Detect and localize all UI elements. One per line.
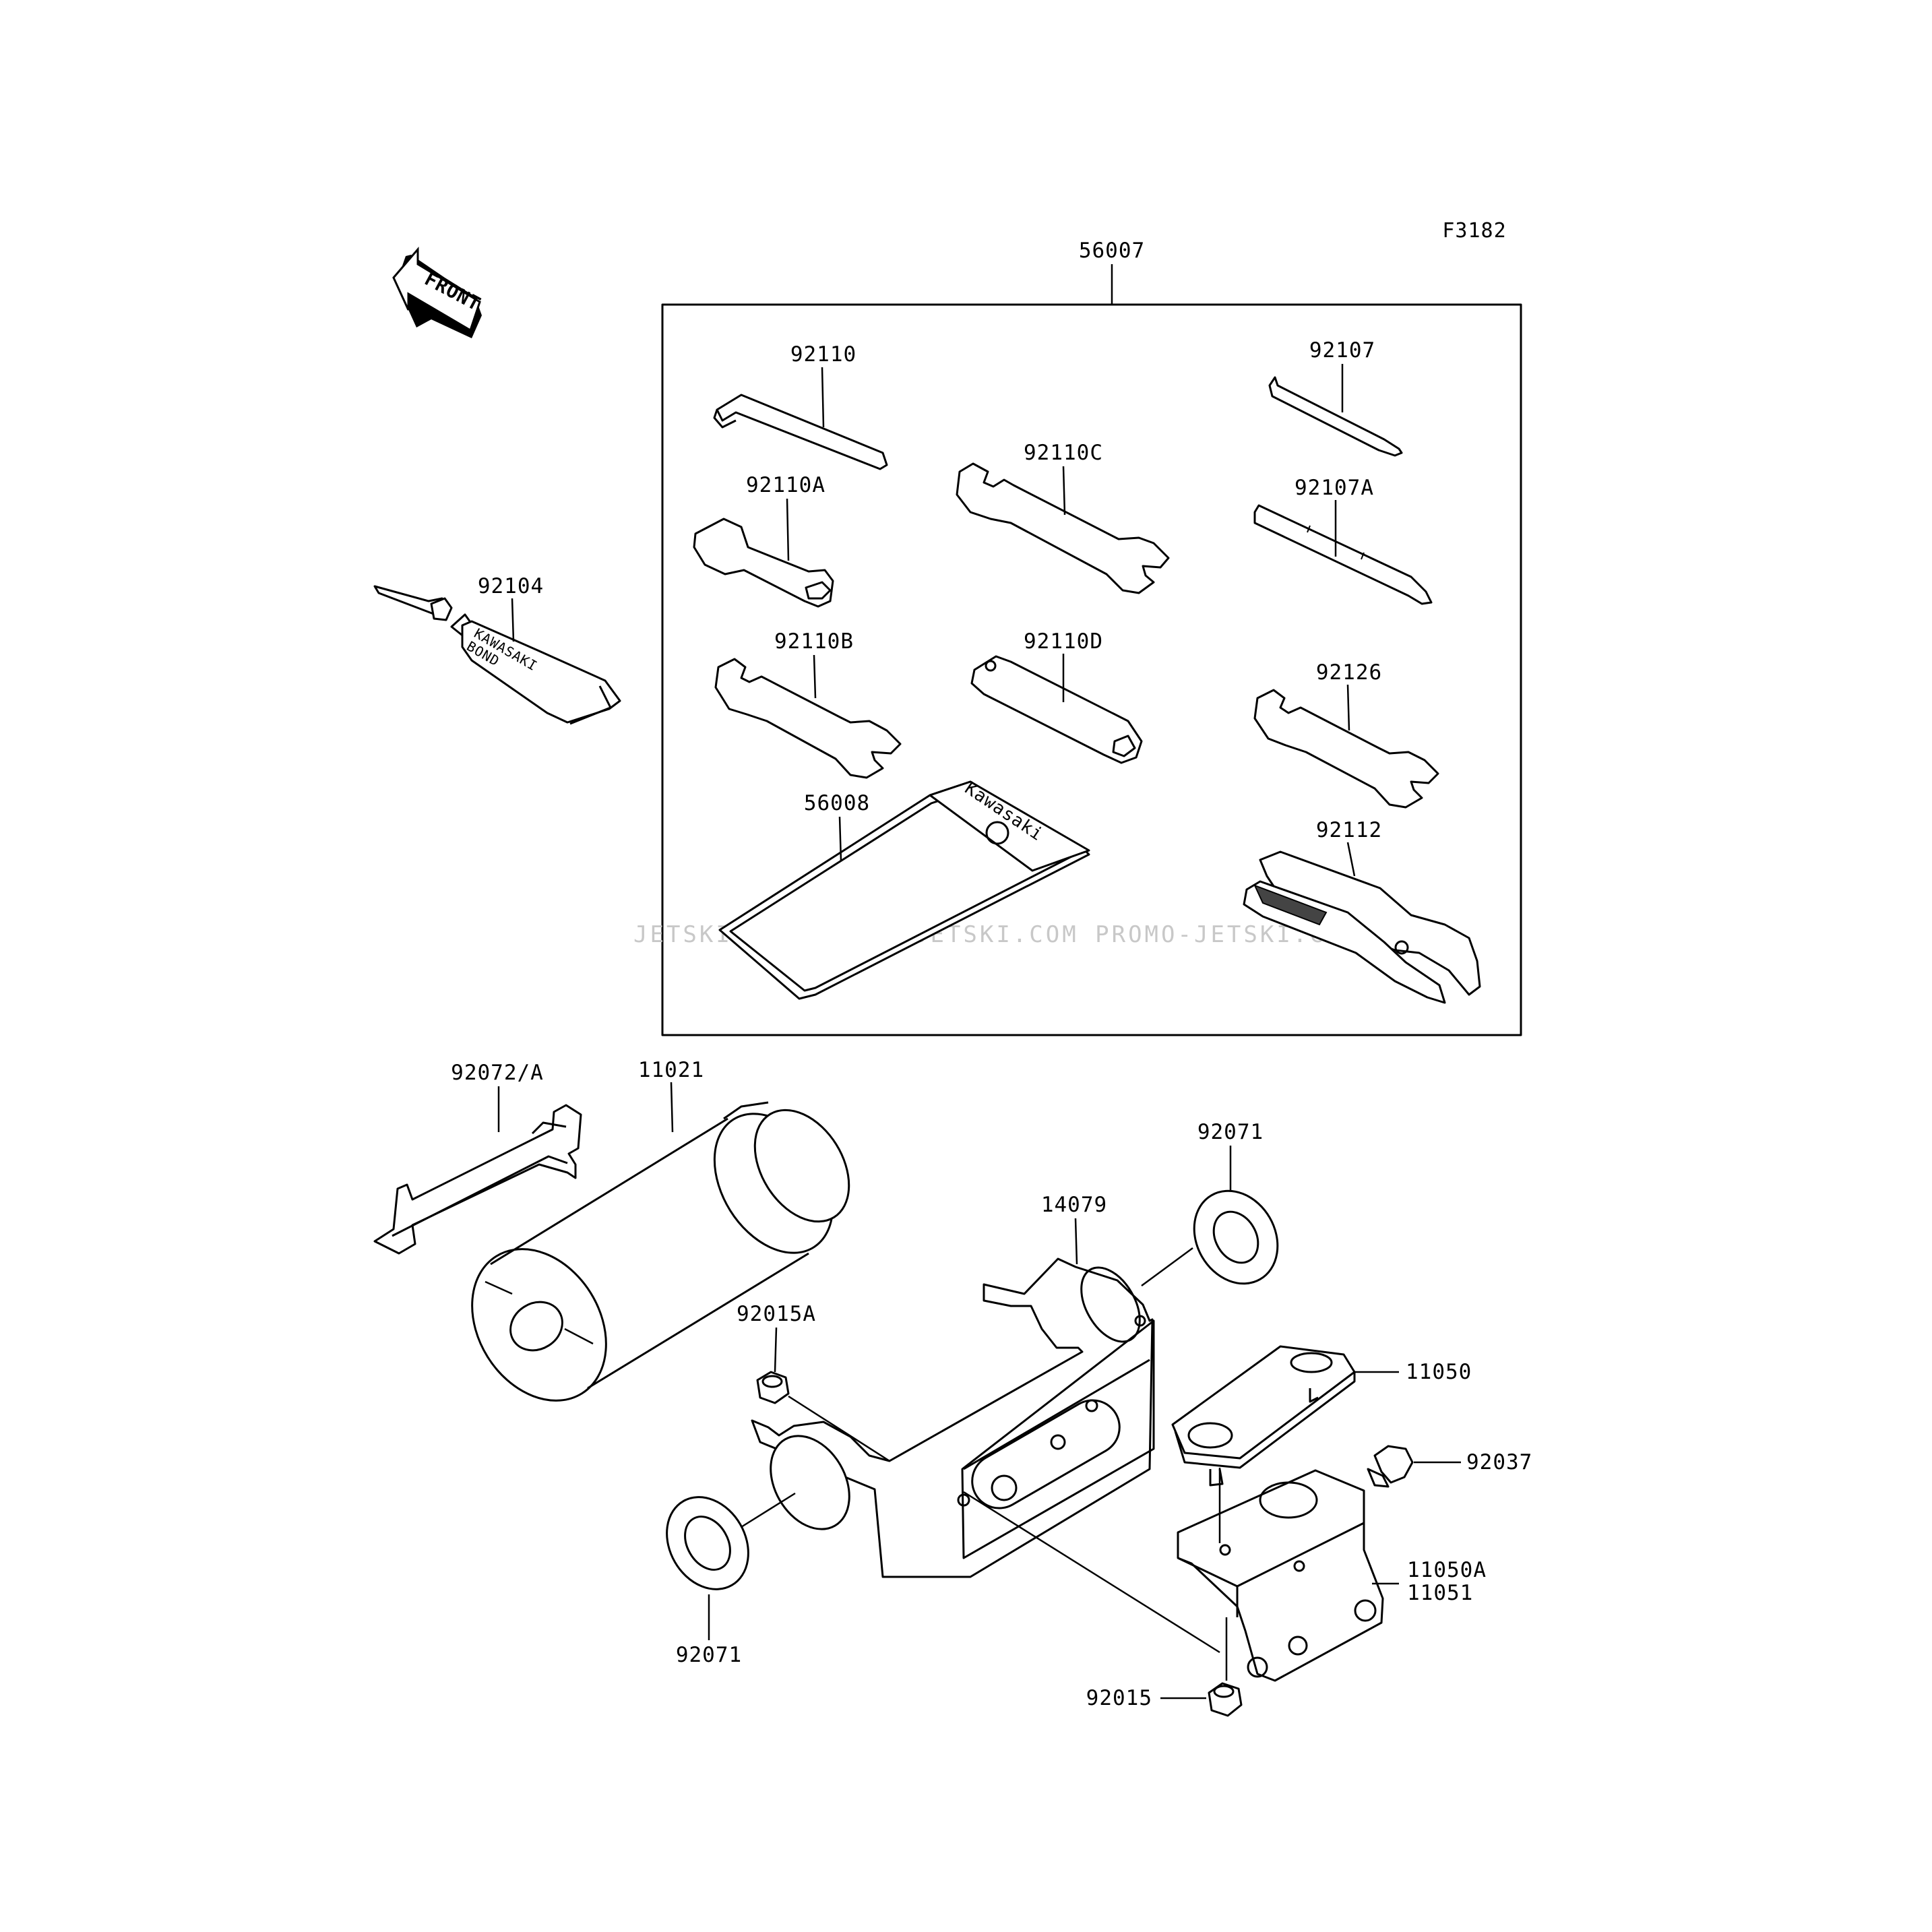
part-92110-hex-key: 92110 (713, 342, 888, 470)
callout-92110C: 92110C (1024, 441, 1103, 465)
callout-92107: 92107 (1309, 338, 1375, 363)
callout-92072A: 92072/A (451, 1061, 544, 1085)
callout-92015: 92015 (1086, 1686, 1152, 1710)
part-92110D-tube-spanner: 92110D (970, 629, 1143, 764)
callout-92071-bottom: 92071 (676, 1643, 742, 1667)
callout-11021: 11021 (638, 1058, 704, 1082)
part-56008-tool-bag: Kawasaki 56008 (718, 778, 1090, 1000)
part-92071-grommet-top: 92071 (1141, 1120, 1279, 1287)
part-11050A-bracket: 11050A 11051 (1177, 1468, 1487, 1682)
part-11050-plate: 11050 (1171, 1345, 1472, 1487)
callout-11050: 11050 (1406, 1360, 1472, 1384)
callout-92104: 92104 (478, 574, 544, 598)
part-92072A-band: 92072/A (373, 1061, 582, 1255)
tool-kit-box: 56007 (661, 239, 1522, 1036)
part-92107-screwdriver: 92107 (1268, 338, 1403, 457)
part-92071-grommet-bottom: 92071 (666, 1492, 796, 1667)
callout-11051: 11051 (1407, 1581, 1473, 1605)
part-92110B-wrench: 92110B (714, 629, 902, 779)
figure-code: F3182 (1442, 219, 1506, 243)
part-14079-battery-case: 14079 (751, 1193, 1155, 1578)
part-92104-bond-tube: KAWASAKIBOND 92104 (373, 574, 621, 725)
part-92107A-screwdriver: 92107A (1253, 476, 1433, 605)
part-92015A-nut: 92015A (737, 1302, 890, 1462)
part-92015-nut: 92015 (963, 1491, 1243, 1717)
part-92126-wrench: 92126 (1253, 660, 1439, 809)
part-92112-pliers: 92112 (1243, 818, 1481, 1004)
callout-14079: 14079 (1041, 1193, 1107, 1217)
part-92110A-socket: 92110A (693, 473, 834, 608)
callout-92112: 92112 (1316, 818, 1382, 842)
callout-92126: 92126 (1316, 660, 1382, 685)
front-arrow-icon: FRONT (392, 246, 485, 338)
callout-92110D: 92110D (1024, 629, 1103, 654)
part-11021-battery: 11021 (471, 1058, 850, 1402)
callout-92110A: 92110A (746, 473, 825, 497)
callout-11050A: 11050A (1407, 1558, 1487, 1582)
part-92110C-wrench: 92110C (956, 441, 1170, 594)
callout-56008: 56008 (804, 791, 870, 815)
callout-92110: 92110 (790, 342, 856, 367)
callout-92110B: 92110B (774, 629, 854, 654)
callout-92037: 92037 (1466, 1450, 1532, 1474)
callout-56007: 56007 (1079, 239, 1145, 263)
callout-92071-top: 92071 (1197, 1120, 1264, 1144)
callout-92015A: 92015A (737, 1302, 816, 1326)
callout-92107A: 92107A (1295, 476, 1374, 500)
part-92037-clip: 92037 (1367, 1445, 1532, 1488)
